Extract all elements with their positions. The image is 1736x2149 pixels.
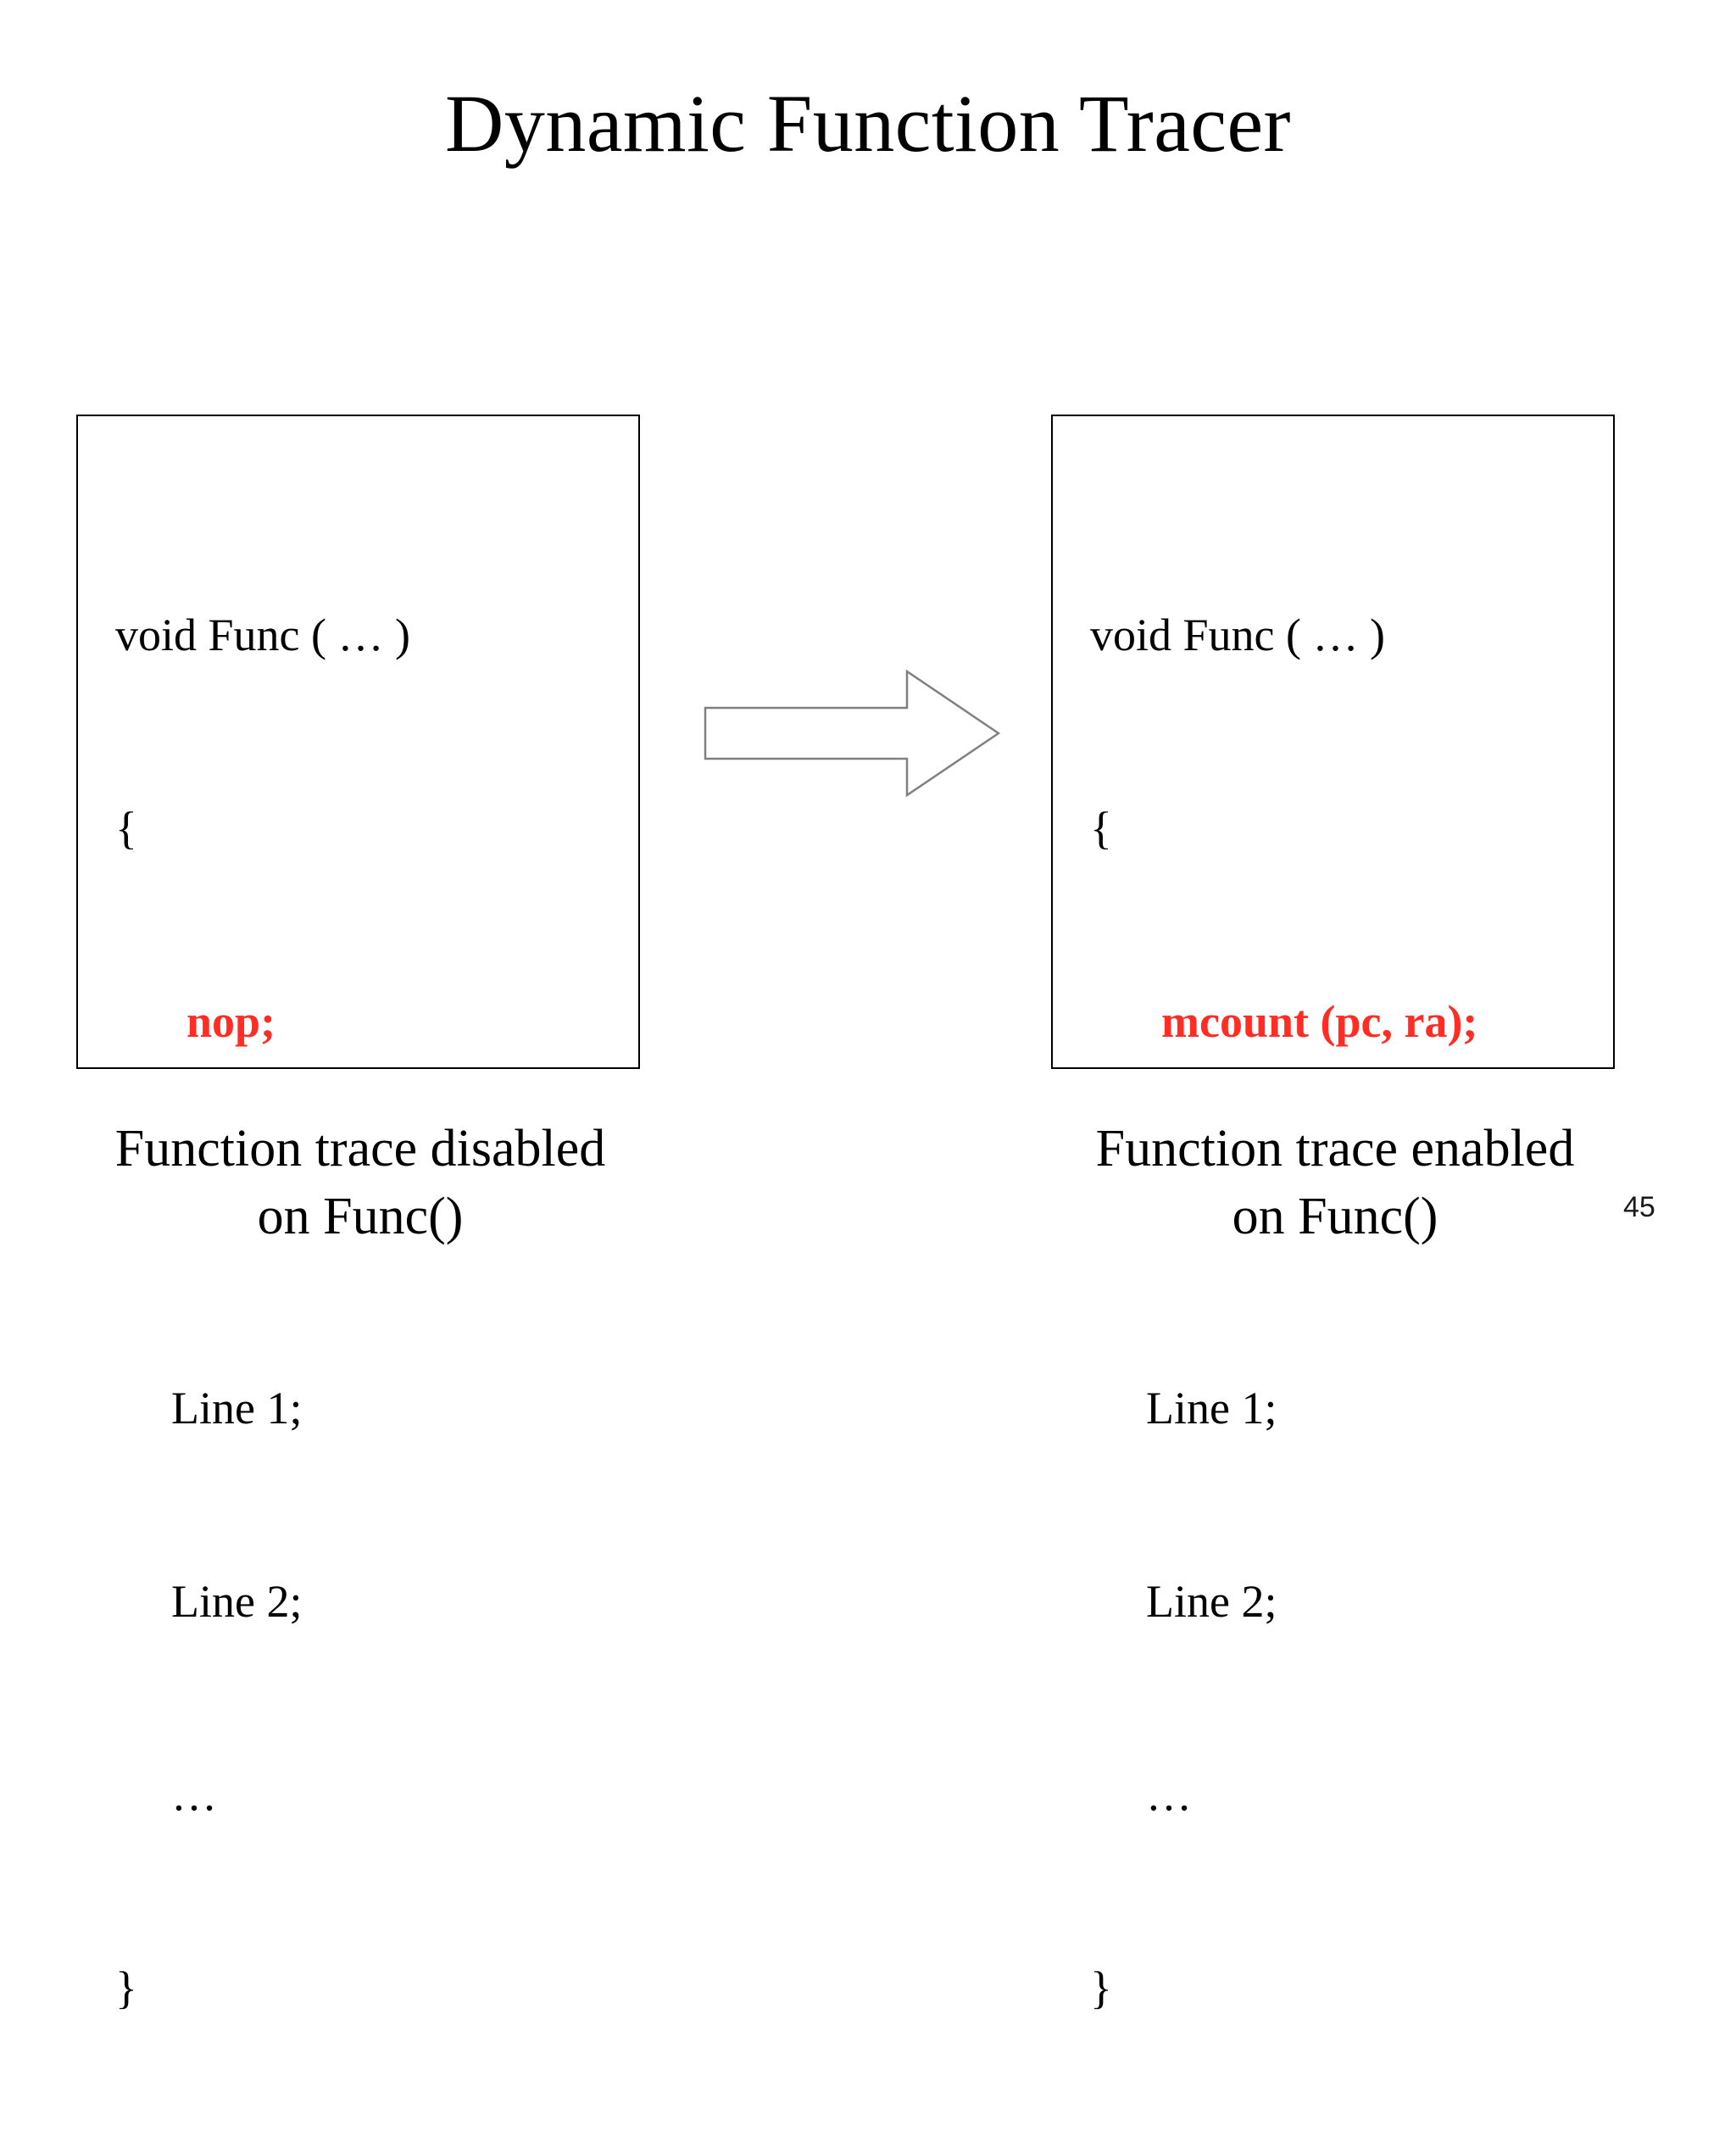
code-line-close-brace: }: [1090, 1962, 1112, 2013]
code-line-2: Line 2;: [1146, 1576, 1277, 1627]
right-block-arrow-icon: [704, 670, 1000, 797]
caption-line-primary: Function trace enabled: [1095, 1120, 1575, 1177]
code-line-signature: void Func ( … ): [1090, 610, 1385, 660]
caption-trace-enabled: Function trace enabled on Func(): [1026, 1115, 1644, 1250]
code-line-close-brace: }: [115, 1962, 137, 2013]
code-block-left: void Func ( … ) { nop; Line 1; Line 2; ……: [115, 474, 410, 2149]
caption-line-secondary: on Func(): [257, 1188, 464, 1245]
page-title: Dynamic Function Tracer: [444, 78, 1292, 169]
code-line-ellipsis: …: [171, 1769, 219, 1820]
code-line-highlight-mcount: mcount (pc, ra);: [1161, 996, 1478, 1047]
code-line-open-brace: {: [1090, 803, 1112, 854]
code-line-highlight-nop: nop;: [186, 996, 276, 1047]
code-line-ellipsis: …: [1146, 1769, 1194, 1820]
caption-trace-disabled: Function trace disabled on Func(): [51, 1115, 670, 1250]
caption-line-secondary: on Func(): [1232, 1188, 1438, 1245]
code-block-right: void Func ( … ) { mcount (pc, ra); Line …: [1090, 474, 1477, 2149]
code-line-signature: void Func ( … ): [115, 610, 410, 660]
code-box-trace-disabled: void Func ( … ) { nop; Line 1; Line 2; ……: [76, 415, 640, 2013]
caption-line-primary: Function trace disabled: [114, 1120, 606, 1177]
code-line-1: Line 1;: [171, 1383, 303, 1434]
code-line-open-brace: {: [115, 803, 137, 854]
page-number: 45: [1623, 1191, 1655, 1223]
code-line-1: Line 1;: [1146, 1383, 1277, 1434]
code-line-2: Line 2;: [171, 1576, 303, 1627]
code-box-trace-enabled: void Func ( … ) { mcount (pc, ra); Line …: [1051, 415, 1615, 2013]
